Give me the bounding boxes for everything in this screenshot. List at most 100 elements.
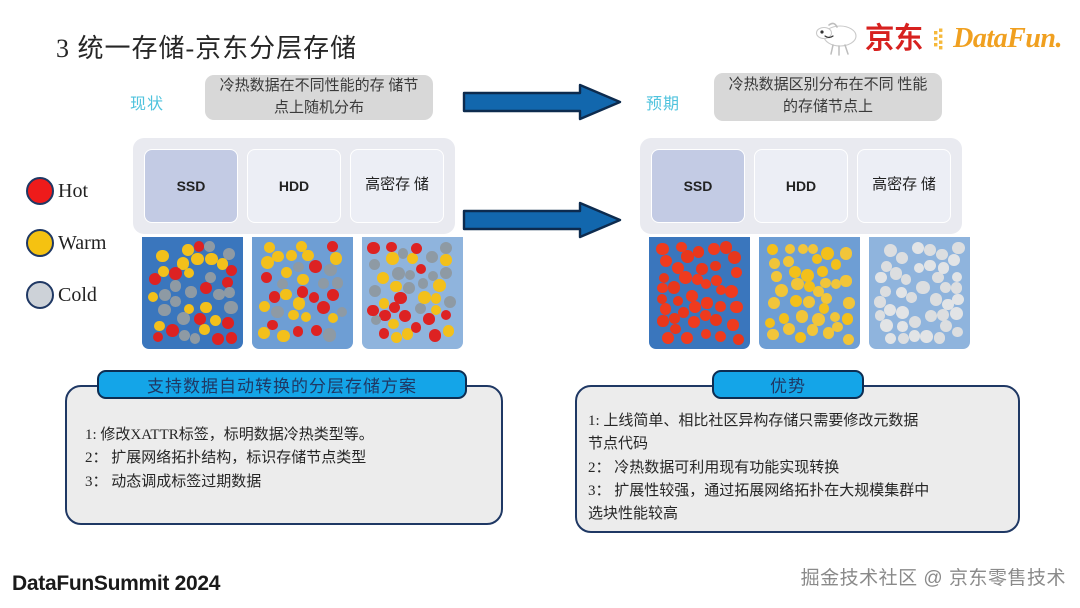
- data-block-dot: [292, 297, 306, 310]
- right-tier-container: SSD HDD 高密存 储: [640, 138, 962, 234]
- legend-item-warm: Warm: [26, 217, 106, 269]
- data-block-dot: [727, 250, 741, 264]
- data-block-dot: [324, 263, 338, 277]
- data-block-dot: [222, 247, 236, 261]
- data-block-dot: [316, 301, 330, 315]
- jd-logo-text: 京东: [865, 22, 924, 55]
- data-block-dot: [659, 255, 672, 268]
- data-block-dot: [778, 312, 790, 324]
- data-block-dot: [920, 329, 933, 343]
- data-block-dot: [819, 277, 831, 289]
- logo-group: 京东 DataFun.: [815, 22, 1062, 56]
- data-block-dot: [297, 273, 309, 286]
- left-card-header: 支持数据自动转换的分层存储方案: [97, 370, 467, 399]
- right-card: [575, 385, 1020, 533]
- data-block-dot: [710, 260, 721, 272]
- data-block-dot: [889, 267, 903, 280]
- data-block-dot: [658, 273, 669, 284]
- data-block-dot: [711, 274, 723, 287]
- data-block-dot: [937, 308, 950, 321]
- warm-dot-icon: [26, 229, 54, 257]
- data-block-dot: [687, 315, 701, 328]
- data-block-dot: [939, 320, 952, 333]
- data-block-dot: [676, 241, 687, 253]
- right-card-header: 优势: [712, 370, 864, 399]
- data-block-dot: [389, 301, 401, 313]
- data-block-dot: [897, 321, 908, 332]
- node-panel: [869, 237, 970, 349]
- data-block-dot: [812, 313, 825, 326]
- data-block-dot: [204, 241, 216, 252]
- right-node-panels: [649, 237, 970, 349]
- data-block-dot: [423, 313, 435, 325]
- data-block-dot: [670, 323, 681, 334]
- data-block-dot: [700, 329, 711, 340]
- data-block-dot: [819, 303, 830, 314]
- data-block-dot: [916, 280, 930, 295]
- data-block-dot: [258, 300, 270, 312]
- right-tier-hdd[interactable]: HDD: [754, 149, 848, 223]
- left-card-body: 1: 修改XATTR标签，标明数据冷热类型等。 2： 扩展网络拓扑结构，标识存储…: [85, 427, 374, 490]
- data-block-dot: [720, 241, 733, 254]
- data-block-dot: [879, 318, 893, 332]
- data-block-dot: [257, 326, 270, 339]
- data-block-dot: [896, 306, 910, 320]
- data-block-dot: [327, 241, 339, 252]
- data-block-dot: [775, 283, 789, 297]
- footer-brand: DataFunSummit 2024: [12, 572, 221, 595]
- data-block-dot: [803, 281, 815, 293]
- data-block-dot: [308, 292, 320, 303]
- data-block-dot: [266, 319, 278, 331]
- data-block-dot: [210, 314, 222, 327]
- data-block-dot: [271, 305, 284, 319]
- data-block-dot: [199, 324, 210, 335]
- data-block-dot: [386, 252, 399, 266]
- data-block-dot: [688, 300, 701, 314]
- data-block-dot: [176, 257, 189, 270]
- data-block-dot: [158, 303, 171, 317]
- data-block-dot: [914, 262, 925, 274]
- data-block-dot: [272, 250, 284, 263]
- data-block-dot: [692, 246, 705, 258]
- legend-label-hot: Hot: [58, 179, 88, 202]
- data-block-dot: [376, 271, 390, 285]
- data-block-dot: [942, 298, 954, 310]
- data-block-dot: [225, 265, 237, 277]
- left-tier-hdd[interactable]: HDD: [247, 149, 341, 223]
- data-block-dot: [410, 322, 422, 333]
- data-block-dot: [767, 328, 779, 341]
- data-block-dot: [401, 328, 414, 340]
- data-block-dot: [897, 332, 909, 344]
- data-block-dot: [924, 259, 936, 272]
- data-block-dot: [403, 281, 415, 294]
- data-block-dot: [686, 289, 699, 302]
- data-block-dot: [908, 315, 922, 329]
- data-block-dot: [924, 243, 937, 256]
- data-block-dot: [302, 249, 314, 262]
- data-block-dot: [667, 281, 680, 294]
- data-block-dot: [430, 304, 442, 316]
- data-block-dot: [326, 288, 339, 301]
- data-block-dot: [190, 333, 201, 344]
- left-tier-ssd[interactable]: SSD: [144, 149, 238, 223]
- data-block-dot: [659, 303, 671, 315]
- right-tier-high-density[interactable]: 高密存 储: [857, 149, 951, 223]
- data-block-dot: [166, 324, 180, 338]
- data-block-dot: [800, 268, 814, 282]
- data-block-dot: [191, 252, 204, 265]
- data-block-dot: [415, 263, 426, 274]
- data-block-dot: [427, 270, 439, 282]
- data-block-dot: [710, 313, 723, 326]
- data-block-dot: [369, 285, 382, 298]
- right-tier-ssd[interactable]: SSD: [651, 149, 745, 223]
- left-tier-high-density[interactable]: 高密存 储: [350, 149, 444, 223]
- data-block-dot: [280, 266, 293, 279]
- legend-label-cold: Cold: [58, 283, 97, 306]
- data-block-dot: [285, 249, 297, 261]
- data-block-dot: [662, 331, 675, 344]
- data-block-dot: [840, 275, 852, 287]
- data-block-dot: [931, 271, 944, 284]
- data-block-dot: [782, 256, 795, 268]
- data-block-dot: [679, 271, 693, 284]
- data-block-dot: [433, 279, 447, 292]
